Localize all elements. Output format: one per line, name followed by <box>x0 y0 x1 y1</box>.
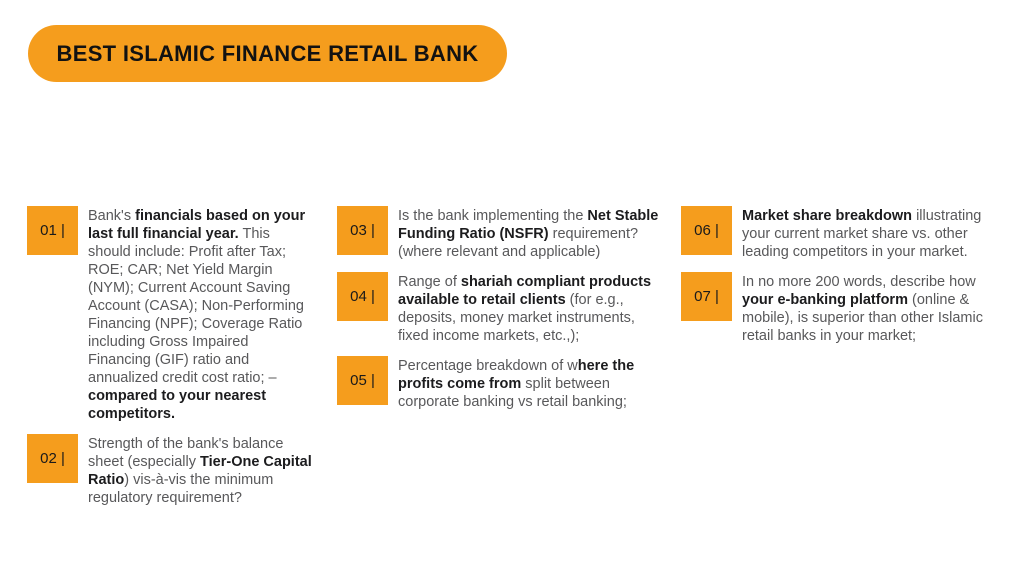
criteria-item: 03 |Is the bank implementing the Net Sta… <box>337 206 667 261</box>
item-number-badge: 02 | <box>27 434 78 483</box>
item-text: Bank's financials based on your last ful… <box>88 208 306 422</box>
criteria-item: 01 |Bank's financials based on your last… <box>27 206 313 423</box>
item-number-badge: 07 | <box>681 272 732 321</box>
criteria-item: 02 |Strength of the bank's balance sheet… <box>27 434 313 507</box>
criteria-item: 07 |In no more 200 words, describe how y… <box>681 272 999 345</box>
page-title: BEST ISLAMIC FINANCE RETAIL BANK <box>56 40 479 66</box>
item-number-badge: 06 | <box>681 206 732 255</box>
item-text: Range of shariah compliant products avai… <box>398 274 652 344</box>
item-number-badge: 05 | <box>337 356 388 405</box>
criteria-item: 04 |Range of shariah compliant products … <box>337 272 667 345</box>
criteria-item: 06 |Market share breakdown illustrating … <box>681 206 999 261</box>
item-number-badge: 03 | <box>337 206 388 255</box>
item-text: Is the bank implementing the Net Stable … <box>398 208 659 260</box>
item-number-badge: 04 | <box>337 272 388 321</box>
column-3: 06 |Market share breakdown illustrating … <box>681 206 999 356</box>
title-banner: BEST ISLAMIC FINANCE RETAIL BANK <box>28 25 507 82</box>
item-number-badge: 01 | <box>27 206 78 255</box>
item-text: Percentage breakdown of where the profit… <box>398 358 635 410</box>
item-text: Market share breakdown illustrating your… <box>742 208 982 260</box>
item-text: Strength of the bank's balance sheet (es… <box>88 436 312 506</box>
item-text: In no more 200 words, describe how your … <box>742 274 983 344</box>
column-1: 01 |Bank's financials based on your last… <box>27 206 313 518</box>
column-2: 03 |Is the bank implementing the Net Sta… <box>337 206 667 422</box>
criteria-item: 05 |Percentage breakdown of where the pr… <box>337 356 667 411</box>
